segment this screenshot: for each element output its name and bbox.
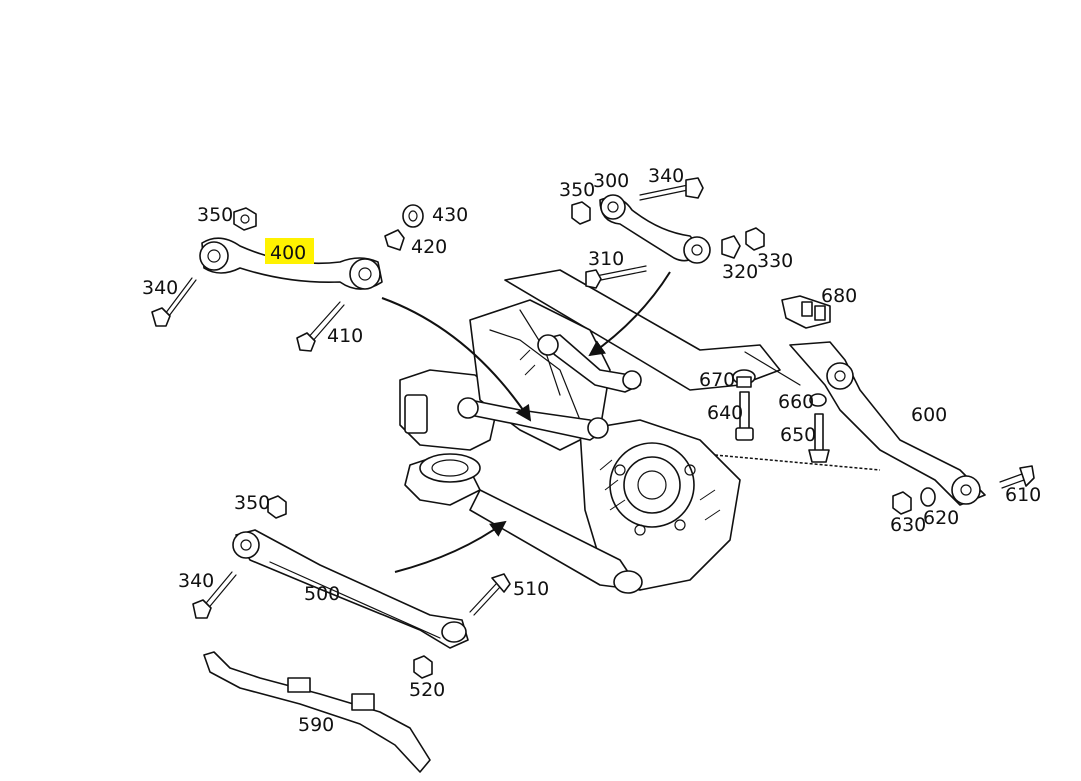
nut-350-c (267, 495, 287, 519)
callout-340-a: 340 (142, 277, 178, 299)
callout-650: 650 (780, 424, 816, 446)
washer-430 (402, 204, 424, 228)
cam-bolt-670 (732, 369, 756, 388)
nut-350-b (571, 201, 591, 225)
cover-590 (203, 651, 431, 773)
washer-660 (809, 393, 827, 407)
callout-320: 320 (722, 261, 758, 283)
callout-340-c: 340 (178, 570, 214, 592)
nut-630 (892, 491, 912, 515)
clip-320 (721, 235, 741, 259)
callout-340-b: 340 (648, 165, 684, 187)
callout-670: 670 (699, 369, 735, 391)
callout-500: 500 (304, 583, 340, 605)
bracket-680 (781, 295, 831, 329)
bolt-340-a (151, 277, 197, 327)
callout-350-c: 350 (234, 492, 270, 514)
knuckle-subframe-assembly (399, 269, 881, 594)
callout-680: 680 (821, 285, 857, 307)
callout-590: 590 (298, 714, 334, 736)
callout-410: 410 (327, 325, 363, 347)
nut-330 (745, 227, 765, 251)
bolt-650 (808, 413, 830, 463)
callout-630: 630 (890, 514, 926, 536)
bolt-340-b (639, 177, 704, 201)
bolt-310 (585, 265, 647, 289)
callout-420: 420 (411, 236, 447, 258)
bolt-340-c (192, 571, 237, 619)
callout-350-b: 350 (559, 179, 595, 201)
callout-430: 430 (432, 204, 468, 226)
callout-660: 660 (778, 391, 814, 413)
bolt-640 (735, 391, 754, 441)
callout-350-a: 350 (197, 204, 233, 226)
callout-330: 330 (757, 250, 793, 272)
clip-420 (384, 229, 405, 251)
control-arm-500 (232, 529, 469, 649)
callout-640: 640 (707, 402, 743, 424)
callout-310: 310 (588, 248, 624, 270)
callout-300: 300 (593, 170, 629, 192)
callout-510: 510 (513, 578, 549, 600)
bolt-410 (296, 301, 345, 352)
bolt-610 (999, 465, 1035, 489)
nut-350-a (233, 207, 257, 231)
highlight-marker (265, 238, 314, 264)
nut-520 (413, 655, 433, 679)
callout-400: 400 (270, 242, 306, 264)
bolt-510 (469, 573, 511, 616)
callout-600: 600 (911, 404, 947, 426)
washer-620 (920, 487, 936, 507)
callout-610: 610 (1005, 484, 1041, 506)
control-arm-600 (744, 341, 986, 506)
callout-620: 620 (923, 507, 959, 529)
callout-520: 520 (409, 679, 445, 701)
control-arm-300 (599, 194, 711, 264)
